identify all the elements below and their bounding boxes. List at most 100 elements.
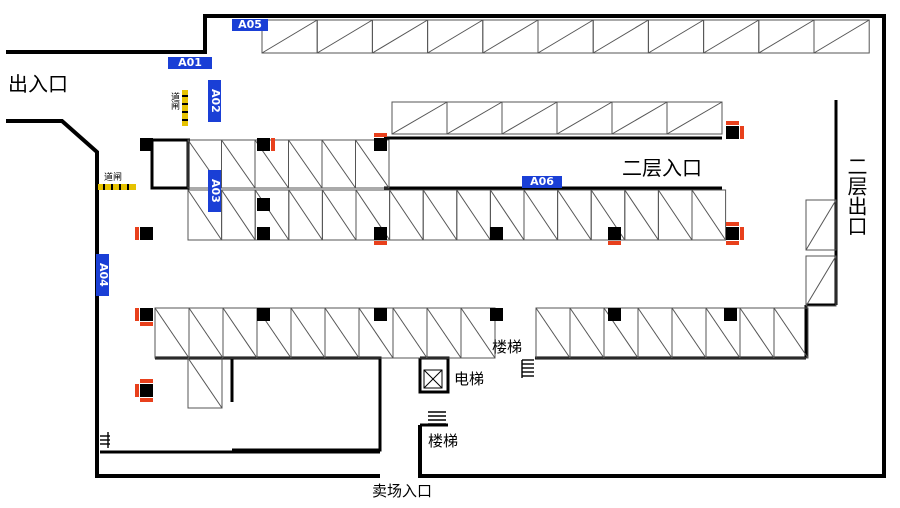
- parking-slot-divider: [426, 307, 462, 359]
- zone-badge-a02: A02: [208, 80, 222, 122]
- outer-walls: [6, 14, 886, 478]
- parking-slot-divider: [358, 307, 394, 359]
- parking-slot-divider: [222, 307, 258, 359]
- pillar: [257, 308, 270, 321]
- parking-slot-divider: [773, 307, 809, 359]
- pillar-marker: [135, 384, 139, 397]
- gate-upper-barrier: [182, 90, 188, 126]
- parking-slot-divider: [537, 19, 594, 54]
- parking-slot-divider: [187, 357, 223, 409]
- pillar: [140, 227, 153, 240]
- pillar: [608, 227, 621, 240]
- parking-slot: [805, 199, 837, 251]
- parking-slot-divider: [705, 307, 741, 359]
- parking-slot-divider: [624, 189, 659, 241]
- entrance-exit-label: 出入口: [8, 72, 68, 96]
- pillar-marker: [271, 138, 275, 151]
- slots-row-lower-right: [535, 307, 809, 359]
- parking-slot: [805, 255, 837, 307]
- parking-slot-divider: [389, 189, 424, 241]
- pillar: [726, 227, 739, 240]
- pillar: [374, 138, 387, 151]
- parking-slot-divider: [261, 19, 318, 54]
- pillar: [374, 308, 387, 321]
- pillar-marker: [608, 241, 621, 245]
- parking-slot-divider: [703, 19, 760, 54]
- pillar: [140, 138, 153, 151]
- pillar: [257, 138, 270, 151]
- parking-slot-divider: [221, 189, 256, 241]
- parking-slot: [773, 307, 809, 359]
- stairs-lower-label: 楼梯: [428, 432, 459, 450]
- parking-slot-divider: [556, 101, 613, 135]
- pillar-marker: [140, 398, 153, 402]
- parking-slot-divider: [372, 19, 428, 54]
- pillar: [140, 308, 153, 321]
- gates: [98, 90, 188, 190]
- second-floor-entrance-label: 二层入口: [622, 156, 702, 180]
- pillar: [608, 308, 621, 321]
- parking-slot-divider: [523, 189, 559, 241]
- pillar: [724, 308, 737, 321]
- parking-slots: [154, 19, 870, 409]
- parking-slot-divider: [290, 307, 326, 359]
- parking-slot-divider: [805, 255, 837, 307]
- stairs-icon-left: [100, 432, 110, 448]
- stairs-icon-upper: [521, 359, 534, 378]
- booth: [150, 138, 190, 190]
- mall-entrance-label: 卖场入口: [372, 482, 433, 500]
- parking-slot: [355, 139, 390, 189]
- parking-slot-divider: [187, 189, 223, 241]
- parking-slot-divider: [316, 19, 373, 54]
- slots-row-middle-upper: [187, 139, 390, 189]
- parking-slot-divider: [666, 101, 723, 135]
- parking-slot-divider: [739, 307, 775, 359]
- parking-slot-divider: [557, 189, 592, 241]
- parking-slot-divider: [611, 101, 668, 135]
- parking-slot-divider: [691, 189, 727, 241]
- gate-upper-label: 道闸: [169, 92, 179, 110]
- elevator-label: 电梯: [454, 370, 485, 388]
- pillars: [135, 121, 744, 402]
- zone-badge-a01: A01: [168, 57, 212, 69]
- parking-slot-divider: [569, 307, 605, 359]
- slots-left-column: [187, 357, 223, 409]
- parking-slot-divider: [154, 307, 190, 359]
- parking-slot-divider: [535, 307, 571, 359]
- pillar-marker: [374, 241, 387, 245]
- outer-wall-left: [6, 119, 380, 478]
- pillar-marker: [726, 222, 739, 226]
- slots-exit-column: [805, 199, 837, 307]
- slots-row-ramp-top: [391, 101, 723, 135]
- zone-badge-a03: A03: [208, 170, 222, 212]
- parking-slot-divider: [422, 189, 458, 241]
- stairs-icon-lower: [428, 411, 446, 425]
- parking-slot-divider: [288, 139, 323, 189]
- pillar: [726, 126, 739, 139]
- parking-slot-divider: [648, 19, 704, 54]
- pillar-marker: [140, 322, 153, 326]
- parking-slot-divider: [188, 307, 224, 359]
- pillar-marker: [740, 227, 744, 240]
- parking-slot-divider: [805, 199, 837, 251]
- parking-slot-divider: [321, 139, 356, 189]
- pillar-marker: [374, 133, 387, 137]
- parking-slot-divider: [657, 189, 693, 241]
- parking-slot-divider: [288, 189, 323, 241]
- parking-slot-divider: [813, 19, 870, 54]
- pillar-marker: [135, 227, 139, 240]
- zone-badge-a04: A04: [96, 254, 110, 296]
- elevator-icon: [423, 369, 443, 389]
- parking-slot-divider: [671, 307, 707, 359]
- stairs-upper-label: 楼梯: [492, 338, 523, 356]
- zone-badge-a06: A06: [522, 176, 562, 188]
- pillar-marker: [726, 121, 739, 125]
- parking-slot: [691, 189, 727, 241]
- parking-slot-divider: [321, 189, 357, 241]
- parking-slot-divider: [324, 307, 360, 359]
- inner-walls: [100, 100, 838, 454]
- parking-slot-divider: [392, 307, 428, 359]
- parking-slot-divider: [456, 189, 491, 241]
- parking-slot-divider: [592, 19, 649, 54]
